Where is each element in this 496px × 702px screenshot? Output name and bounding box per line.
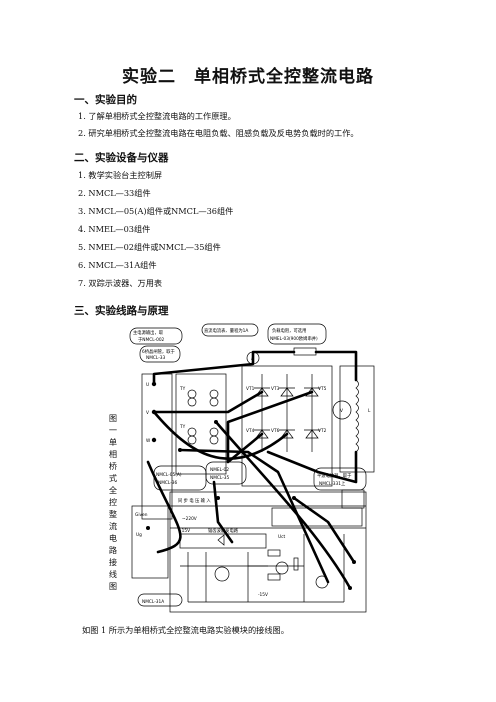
callout-main-power: 主电源输出，取 — [133, 329, 164, 336]
terminal-w: W — [146, 438, 151, 444]
side-caption-char: 整 — [108, 509, 118, 519]
side-caption-char: 相 — [108, 449, 118, 459]
ammeter-label: A — [251, 356, 254, 362]
page-title: 实验二 单相桥式全控整流电路 — [122, 67, 374, 87]
sync-input-label: 同 步 电 压 输 入 — [178, 497, 211, 504]
wiring-diagram: 主电源输出，取 于NMCL-002 6桥晶闸管，取于 NMCL-33 直流电流表… — [129, 323, 375, 613]
terminal-u: U — [146, 382, 149, 388]
inductor-label: L — [368, 408, 371, 414]
thyristor-label: VT5 — [318, 386, 327, 392]
figure-caption: 如图 1 所示为单相桥式全控整流电路实验模块的接线图。 — [82, 625, 289, 635]
thyristor-label: VT6 — [271, 428, 280, 434]
thyristor-label: VT3 — [271, 386, 280, 392]
section-heading-purpose: 一、实验目的 — [74, 94, 137, 106]
callout-thyristor-src: NMCL-33 — [146, 355, 166, 361]
thyristor-label: VT2 — [318, 428, 327, 434]
side-caption-char: 路 — [108, 545, 118, 555]
callout-module-36: NMCL-36 — [158, 480, 178, 486]
minus15-label: -15V — [258, 592, 268, 598]
callout-reactor-src: NMCL-331上 — [319, 480, 346, 487]
terminal-v: V — [146, 410, 149, 416]
list-item: 3. NMCL—05(A)组件或NMCL—36组件 — [78, 206, 234, 216]
list-item: 1. 教学实验台主控制屏 — [78, 170, 163, 180]
side-caption-char: 流 — [108, 521, 118, 531]
side-caption-char: 图 — [108, 581, 118, 591]
plus15-label: +15V — [178, 528, 190, 534]
side-caption-char: 全 — [108, 485, 118, 495]
list-item: 2. 研究单相桥式全控整流电路在电阻负载、阻感负载及反电势负载时的工作。 — [78, 128, 359, 138]
list-item: 5. NMEL—02组件或NMCL—35组件 — [78, 242, 221, 252]
callout-main-power-src: 于NMCL-002 — [138, 337, 165, 343]
thyristor-label: VT1 — [246, 386, 255, 392]
thyristor-label: VT4 — [246, 428, 255, 434]
side-caption-char: 图 — [108, 413, 118, 423]
list-item: 6. NMCL—31A组件 — [78, 260, 157, 270]
ac-220-label: ~220V — [182, 516, 197, 522]
list-item: 1. 了解单相桥式全控整流电路的工作原理。 — [78, 111, 236, 121]
side-caption-char: 线 — [108, 569, 118, 579]
callout-module-02: NMEL-02 — [210, 467, 229, 473]
side-caption-char: 桥 — [108, 461, 118, 471]
figure-side-caption: 图一单相桥式全控整流电路接线图 — [106, 412, 120, 592]
section-heading-circuit: 三、实验线路与原理 — [74, 305, 169, 317]
callout-load-src: NMEL-03(900欧姆串并) — [270, 335, 318, 342]
transformer-label: TY — [179, 386, 186, 392]
side-caption-char: 一 — [108, 425, 118, 435]
callout-ammeter: 直流电流表、量程为1A — [204, 327, 248, 334]
side-caption-char: 电 — [108, 533, 118, 543]
given-label: Given — [135, 512, 148, 518]
callout-reactor: 平波电抗器，取于 — [317, 472, 352, 479]
list-item: 2. NMCL—33组件 — [78, 188, 151, 198]
callout-module-31a: NMCL-31A — [142, 599, 164, 605]
callout-load: 负载电阻，可选用 — [272, 327, 306, 334]
side-caption-char: 式 — [108, 473, 118, 483]
side-caption-char: 接 — [108, 557, 118, 567]
side-caption-char: 控 — [108, 497, 118, 507]
callout-thyristor: 6桥晶闸管，取于 — [142, 348, 176, 355]
side-caption-char: 单 — [108, 437, 118, 447]
section-heading-equipment: 二、实验设备与仪器 — [74, 152, 169, 164]
ug-label: Ug — [136, 532, 142, 538]
voltmeter-label: V — [340, 408, 343, 414]
list-item: 7. 双踪示波器、万用表 — [78, 278, 163, 288]
callout-module-05: NMCL-05(A) — [156, 472, 182, 478]
callout-module-35: NMCL-35 — [210, 475, 230, 481]
uct-label: Uct — [278, 534, 286, 540]
transformer-label: TY — [179, 424, 186, 430]
list-item: 4. NMEL—03组件 — [78, 224, 151, 234]
circuit-name-label: 锯齿波触发电路 — [208, 527, 239, 534]
